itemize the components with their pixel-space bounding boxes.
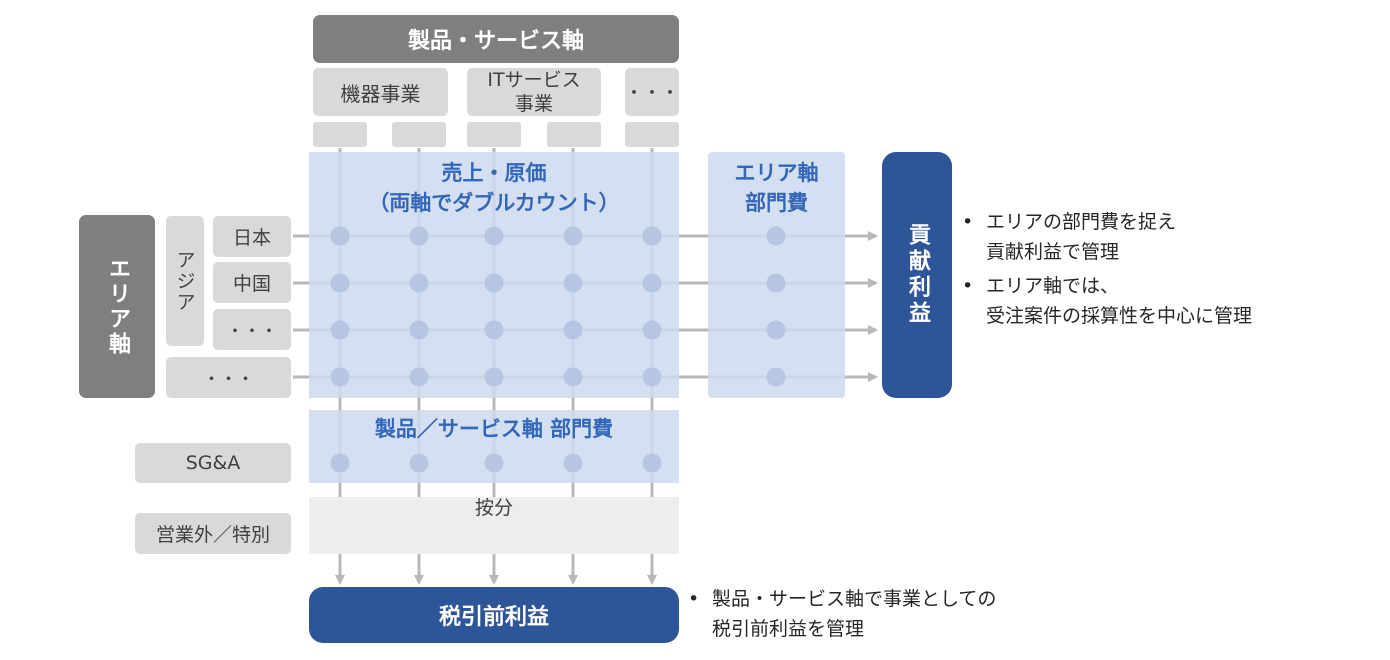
- country-japan: 日本: [213, 216, 291, 257]
- sga-box: SG&A: [135, 443, 291, 483]
- country-more: ・・・: [213, 309, 291, 350]
- country-china-label: 中国: [232, 273, 271, 295]
- pretax-profit-label: 税引前利益: [438, 605, 549, 630]
- country-japan-label: 日本: [232, 227, 271, 249]
- non-operating-box: 営業外／特別: [135, 513, 291, 554]
- note-line: エリア軸では、: [986, 275, 1120, 297]
- column-label-it-service: ITサービス 事業: [487, 69, 581, 115]
- product-dept-cost-block: [309, 410, 679, 483]
- product-service-axis-title: 製品・サービス軸: [407, 29, 584, 54]
- country-more-label: ・・・: [226, 322, 278, 342]
- allocation-block: [309, 497, 679, 554]
- area-dept-cost-title: エリア軸: [734, 161, 819, 185]
- column-label-equipment: 機器事業: [340, 81, 421, 106]
- pretax-profit-box: 税引前利益: [309, 587, 679, 643]
- note-line: 製品・サービス軸で事業としての: [712, 588, 997, 610]
- bullet: •: [962, 275, 974, 297]
- column-equipment-business: 機器事業: [313, 68, 448, 116]
- sales-cost-subtitle: （両軸でダブルカウント）: [368, 191, 620, 215]
- country-china: 中国: [213, 262, 291, 303]
- product-dept-cost-label: 製品／サービス軸 部門費: [374, 417, 614, 441]
- note-area-dept-cost: • エリアの部門費を捉え 貢献利益で管理: [962, 207, 1362, 267]
- contribution-profit-label: 貢献利益: [905, 223, 930, 327]
- area-dept-cost-block: [708, 152, 845, 398]
- contribution-profit-box: 貢献利益: [882, 152, 952, 398]
- region-more: ・・・: [166, 357, 291, 398]
- column-label-more: ・・・: [625, 83, 679, 104]
- subcolumn-box: [392, 122, 446, 147]
- note-area-axis: • エリア軸では、 受注案件の採算性を中心に管理: [962, 271, 1362, 331]
- note-line: 税引前利益を管理: [712, 618, 865, 640]
- sales-cost-label: 売上・原価 （両軸でダブルカウント）: [309, 158, 679, 218]
- column-more: ・・・: [625, 68, 679, 116]
- sales-cost-title: 売上・原価: [441, 161, 547, 185]
- region-asia-label: アジア: [173, 249, 196, 313]
- note-line: 貢献利益で管理: [986, 241, 1120, 263]
- note-product-axis: • 製品・サービス軸で事業としての 税引前利益を管理: [688, 584, 1088, 644]
- product-service-axis-header: 製品・サービス軸: [313, 15, 679, 63]
- subcolumn-box: [625, 122, 679, 147]
- allocation-label: 按分: [474, 497, 513, 519]
- note-line: エリアの部門費を捉え: [986, 211, 1177, 233]
- area-dept-cost-label: エリア軸 部門費: [708, 158, 845, 218]
- subcolumn-box: [467, 122, 521, 147]
- bullet: •: [962, 211, 974, 233]
- area-axis-title: エリア軸: [105, 256, 130, 357]
- area-dept-cost-subtitle: 部門費: [745, 191, 808, 215]
- subcolumn-box: [547, 122, 601, 147]
- subcolumn-box: [313, 122, 367, 147]
- non-operating-label: 営業外／特別: [155, 524, 270, 546]
- region-asia: アジア: [166, 216, 204, 346]
- region-more-label: ・・・: [203, 370, 254, 390]
- sales-cost-block: [309, 152, 679, 398]
- area-axis-header: エリア軸: [79, 215, 155, 398]
- sga-label: SG&A: [185, 452, 241, 474]
- column-it-service-business: ITサービス 事業: [467, 68, 601, 116]
- bullet: •: [688, 588, 700, 610]
- note-line: 受注案件の採算性を中心に管理: [986, 305, 1253, 327]
